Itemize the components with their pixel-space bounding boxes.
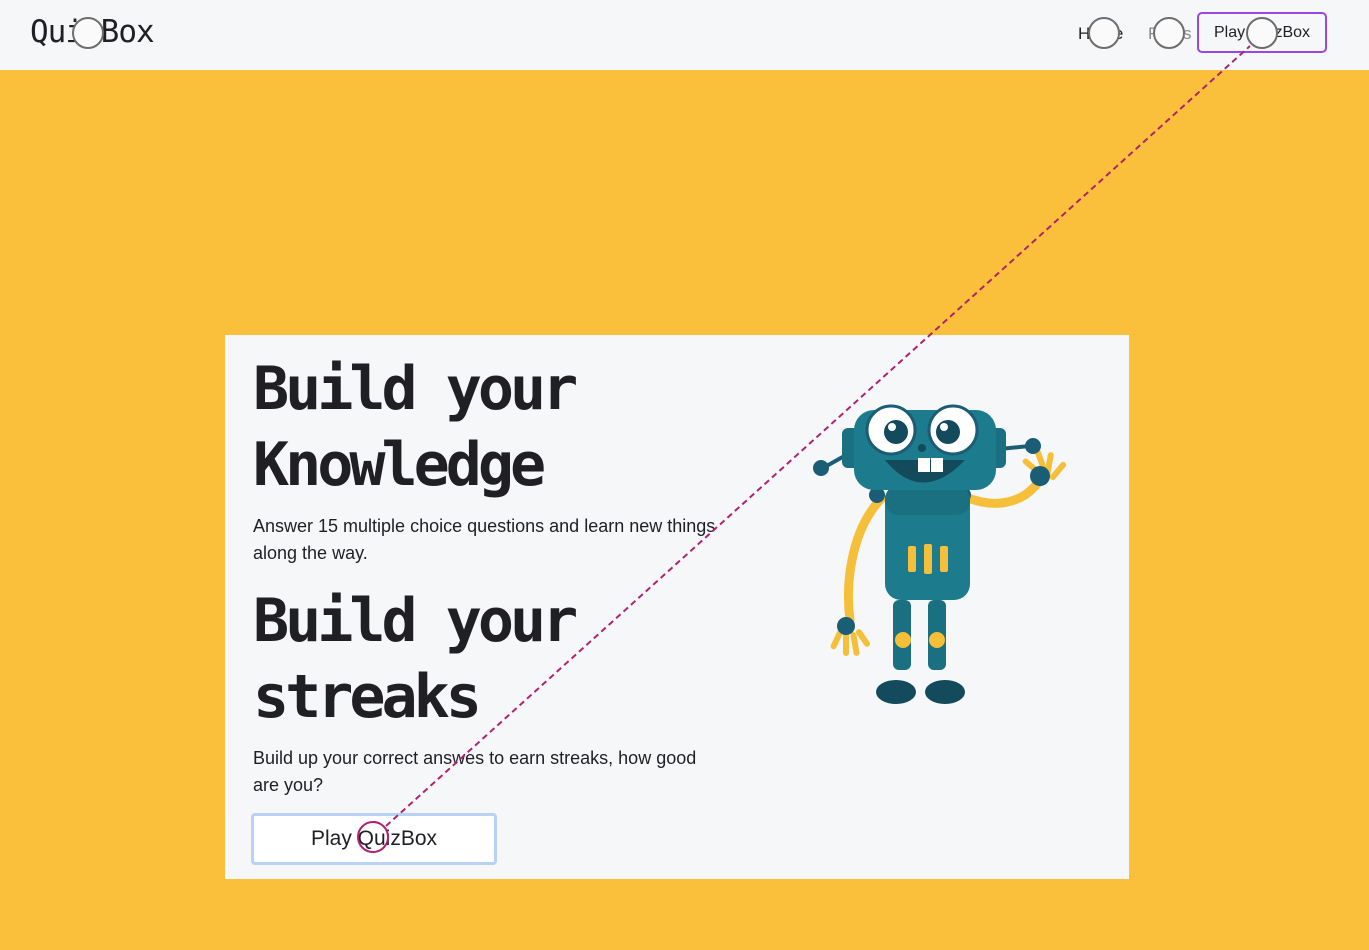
touch-marker — [72, 17, 104, 49]
touch-marker — [1153, 17, 1185, 49]
hero-card: Build your Knowledge Answer 15 multiple … — [225, 335, 1129, 879]
robot-illustration — [813, 404, 1067, 704]
heading-streaks: Build your streaks — [253, 586, 578, 732]
drag-start-marker — [1246, 17, 1278, 49]
heading-knowledge: Build your Knowledge — [253, 354, 578, 500]
text-streaks: Build up your correct answes to earn str… — [253, 748, 697, 795]
text-knowledge: Answer 15 multiple choice questions and … — [253, 516, 716, 563]
play-quizbox-button[interactable]: Play QuizBox — [251, 813, 497, 865]
touch-marker — [1088, 17, 1120, 49]
